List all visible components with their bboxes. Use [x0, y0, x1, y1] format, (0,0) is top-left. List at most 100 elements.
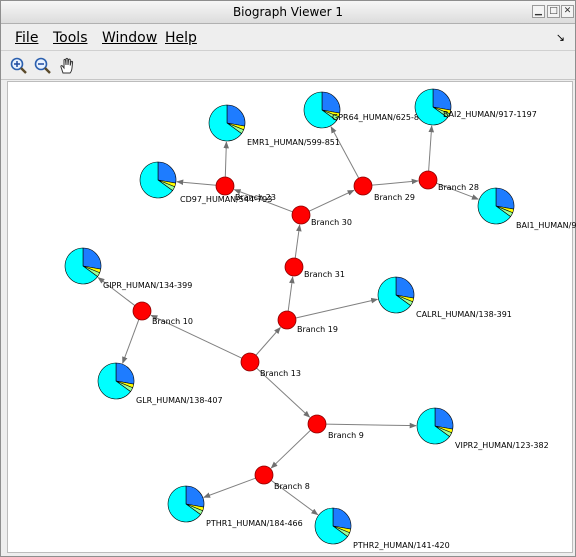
branch-node-label: Branch 13 [260, 369, 301, 378]
maximize-icon[interactable]: □ [547, 5, 560, 18]
leaf-node[interactable]: CD97_HUMAN/544-793 [139, 161, 272, 204]
leaf-pie-slice [314, 507, 348, 545]
leaf-node[interactable]: VIPR2_HUMAN/123-382 [416, 407, 549, 450]
leaf-node[interactable]: CALRL_HUMAN/138-391 [377, 276, 512, 319]
edge-b8-pthr2 [270, 479, 319, 516]
menu-tools-label: Tools [53, 30, 88, 46]
branch-node[interactable]: Branch 28 [418, 170, 479, 192]
leaf-node-label: GLR_HUMAN/138-407 [136, 396, 223, 405]
leaf-pie-slice [139, 161, 173, 199]
branch-node[interactable]: Branch 13 [240, 352, 301, 378]
menu-window[interactable]: Window [102, 30, 157, 46]
branch-node[interactable]: Branch 9 [307, 414, 364, 440]
branch-node-circle[interactable] [215, 176, 235, 196]
menu-file-label: File [15, 30, 39, 46]
edge-b19-b31 [287, 276, 295, 312]
branch-node-label: Branch 8 [274, 482, 310, 491]
branch-node-circle[interactable] [418, 170, 438, 190]
leaf-node-label: BAI1_HUMAN/9 [516, 221, 576, 230]
branch-node[interactable]: Branch 10 [132, 301, 193, 326]
zoom-out-icon[interactable] [33, 56, 53, 76]
branch-node[interactable]: Branch 19 [277, 310, 338, 334]
undock-arrow-icon[interactable]: ↘ [555, 31, 565, 44]
leaf-pie-slice [64, 247, 98, 285]
leaf-node[interactable]: EMR1_HUMAN/599-851 [208, 104, 340, 147]
leaf-pie-slice [226, 104, 246, 127]
branch-node-label: Branch 30 [311, 218, 352, 227]
branch-node-circle[interactable] [284, 257, 304, 277]
leaf-pie-slice [167, 485, 201, 523]
branch-node-circle[interactable] [291, 205, 311, 225]
leaf-node-label: PTHR1_HUMAN/184-466 [206, 519, 303, 528]
leaf-pie-slice [97, 362, 131, 400]
title-bar[interactable]: Biograph Viewer 1 ▁ □ ✕ [1, 1, 575, 24]
branch-node-label: Branch 28 [438, 183, 479, 192]
branch-node-circle[interactable] [240, 352, 260, 372]
branch-node-circle[interactable] [277, 310, 297, 330]
window-title: Biograph Viewer 1 [232, 5, 344, 19]
leaf-node[interactable]: GLR_HUMAN/138-407 [97, 362, 223, 405]
toolbar [1, 51, 575, 80]
leaf-pie-slice [157, 161, 177, 184]
menu-help-label: Help [165, 30, 197, 46]
close-icon[interactable]: ✕ [561, 5, 574, 18]
leaf-node-label: GPR64_HUMAN/625-886 [332, 113, 429, 122]
zoom-in-icon[interactable] [9, 56, 29, 76]
leaf-pie-slice [321, 91, 341, 114]
leaf-node-label: BAI2_HUMAN/917-1197 [443, 110, 537, 119]
branch-node-circle[interactable] [132, 301, 152, 321]
branch-node[interactable]: Branch 30 [291, 205, 352, 227]
leaf-node-label: PTHR2_HUMAN/141-420 [353, 541, 450, 550]
branch-node-label: Branch 9 [328, 431, 364, 440]
leaf-pie-slice [332, 507, 352, 530]
branch-node-label: Branch 29 [374, 193, 415, 202]
leaf-node-label: GIPR_HUMAN/134-399 [103, 281, 192, 290]
edge-b8-pthr1 [203, 477, 256, 498]
leaf-node[interactable]: GPR64_HUMAN/625-886 [303, 91, 429, 129]
menu-file[interactable]: File [15, 30, 38, 46]
menu-help[interactable]: Help [165, 30, 197, 46]
leaf-pie-slice [477, 187, 511, 225]
branch-node[interactable]: Branch 31 [284, 257, 345, 279]
graph-canvas[interactable]: Branch 23 Branch 30 Branch 29 Branch 28 Bran… [7, 81, 576, 553]
menu-bar: File Tools Window Help ↘ [1, 24, 575, 51]
leaf-pie-slice [414, 88, 448, 126]
edge-b30-b29 [308, 189, 355, 212]
leaf-pie-slice [416, 407, 450, 445]
branch-node-circle[interactable] [307, 414, 327, 434]
nodes-layer: Branch 23 Branch 30 Branch 29 Branch 28 Bran… [64, 88, 576, 550]
leaf-node-label: EMR1_HUMAN/599-851 [247, 138, 340, 147]
leaf-pie-slice [434, 407, 454, 430]
leaf-node[interactable]: BAI2_HUMAN/917-1197 [414, 88, 537, 126]
leaf-pie-slice [208, 104, 242, 142]
edge-b29-gpr64 [330, 126, 360, 179]
leaf-node[interactable]: PTHR1_HUMAN/184-466 [167, 485, 303, 528]
leaf-pie-slice [115, 362, 135, 385]
branch-node-label: Branch 23 [235, 193, 276, 202]
branch-node[interactable]: Branch 23 [215, 176, 276, 202]
minimize-icon[interactable]: ▁ [532, 5, 545, 18]
branch-node-label: Branch 19 [297, 325, 338, 334]
edge-b13-b10 [150, 314, 243, 359]
leaf-node[interactable]: BAI1_HUMAN/9 [477, 187, 576, 230]
leaf-node-label: CD97_HUMAN/544-793 [180, 195, 272, 204]
edge-b13-b19 [255, 326, 281, 356]
edge-b19-calrl [295, 297, 379, 319]
branch-node[interactable]: Branch 29 [353, 176, 415, 202]
hand-icon[interactable] [57, 56, 77, 76]
leaf-pie-slice [395, 276, 415, 299]
menu-tools[interactable]: Tools [53, 30, 88, 46]
edge-b13-b9 [256, 367, 311, 418]
leaf-node[interactable]: GIPR_HUMAN/134-399 [64, 247, 192, 290]
leaf-node-label: CALRL_HUMAN/138-391 [416, 310, 512, 319]
edge-b23-emr1 [223, 141, 229, 178]
phylogenetic-tree-graph[interactable]: Branch 23 Branch 30 Branch 29 Branch 28 Bran… [8, 82, 576, 552]
edge-b9-vipr2 [325, 422, 417, 429]
branch-node[interactable]: Branch 8 [254, 465, 310, 491]
edge-b31-b30 [294, 224, 302, 259]
branch-node-circle[interactable] [254, 465, 274, 485]
leaf-node[interactable]: PTHR2_HUMAN/141-420 [314, 507, 450, 550]
branch-node-circle[interactable] [353, 176, 373, 196]
edge-b10-gipr [97, 277, 136, 306]
